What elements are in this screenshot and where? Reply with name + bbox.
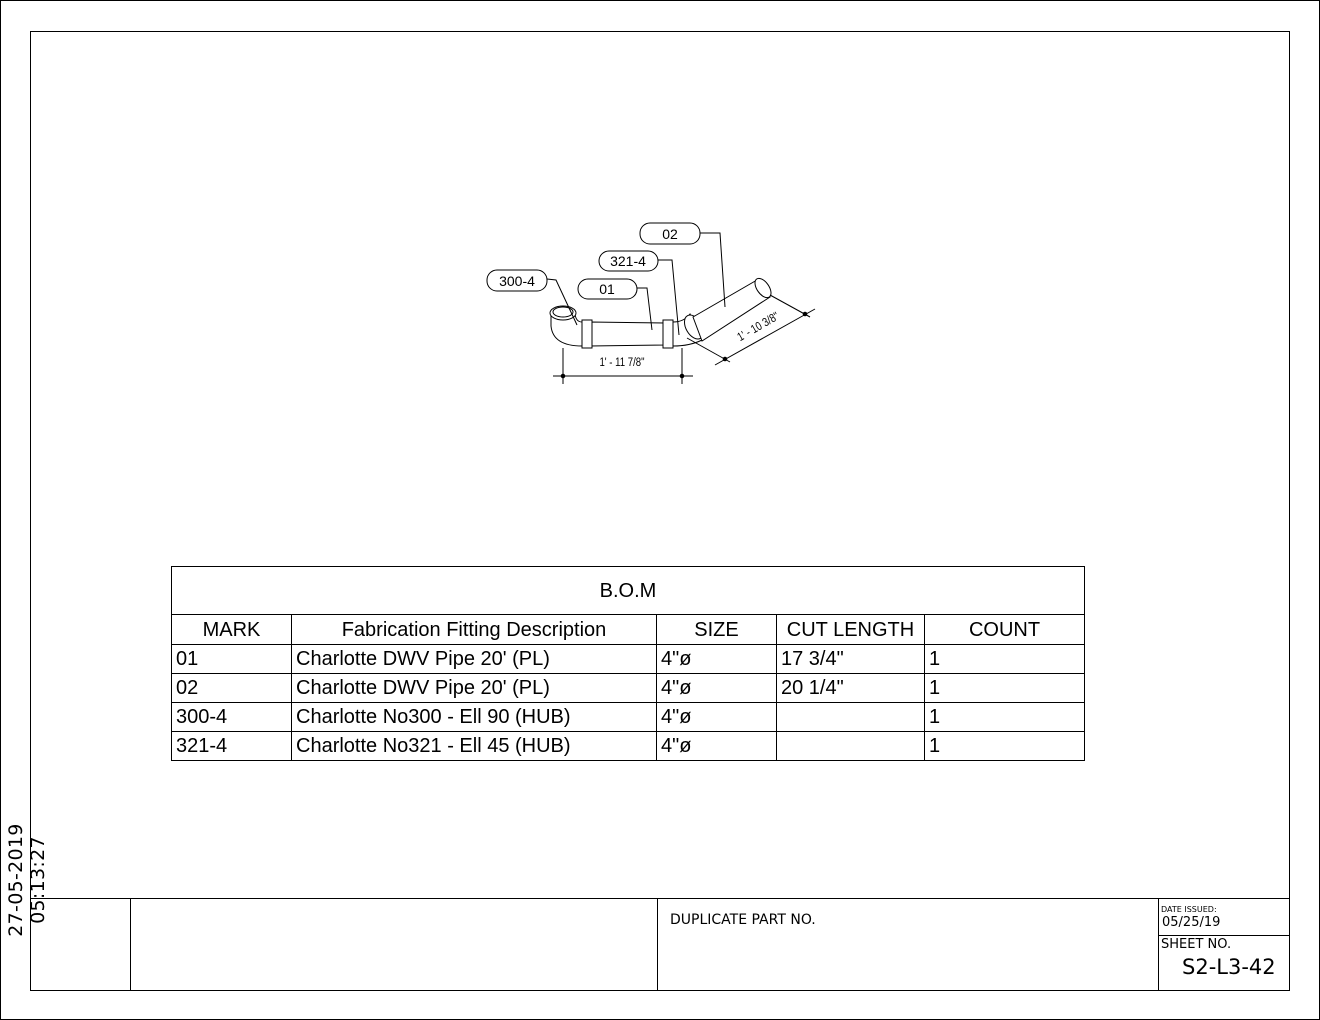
cell-description: Charlotte No321 - Ell 45 (HUB) [291,731,657,761]
leader-lines [546,232,726,336]
col-description: Fabrication Fitting Description [291,614,657,645]
divider [657,898,658,990]
table-row: 321-4 Charlotte No321 - Ell 45 (HUB) 4"ø… [171,731,1085,761]
tag-321-4: 321-4 [610,253,646,269]
duplicate-part-label: DUPLICATE PART NO. [670,912,816,928]
cell-count: 1 [924,644,1085,674]
col-cut-length: CUT LENGTH [776,614,925,645]
dimension-label-1: 1' - 11 7/8" [599,356,644,369]
cell-size: 4"ø [656,673,777,703]
cell-count: 1 [924,731,1085,761]
pipe-01 [581,319,674,349]
cell-cut-length: 17 3/4" [776,644,925,674]
dimension-aligned [686,294,816,366]
cell-cut-length: 20 1/4" [776,673,925,703]
sheet-no-value: S2-L3-42 [1182,955,1276,979]
divider [30,898,1289,899]
cell-cut-length [776,731,925,761]
divider [1158,898,1159,990]
cell-description: Charlotte DWV Pipe 20' (PL) [291,673,657,703]
date-issued-value: 05/25/19 [1162,915,1221,930]
bom-header-row: MARK Fabrication Fitting Description SIZ… [171,614,1085,645]
drawing-border [30,31,1290,991]
cell-size: 4"ø [656,644,777,674]
cell-cut-length [776,702,925,732]
tag-01: 01 [599,281,615,297]
col-count: COUNT [924,614,1085,645]
bom-title: B.O.M [171,566,1085,615]
cell-description: Charlotte No300 - Ell 90 (HUB) [291,702,657,732]
date-issued-label: DATE ISSUED: [1161,905,1217,914]
dimension-horizontal [553,348,693,384]
tag-02: 02 [662,226,678,242]
table-row: 02 Charlotte DWV Pipe 20' (PL) 4"ø 20 1/… [171,673,1085,703]
table-row: 300-4 Charlotte No300 - Ell 90 (HUB) 4"ø… [171,702,1085,732]
pipe-02 [692,277,772,342]
tag-bubbles [486,222,701,300]
cell-mark: 01 [171,644,292,674]
elbow-90-fitting [549,305,583,347]
cell-description: Charlotte DWV Pipe 20' (PL) [291,644,657,674]
cell-mark: 02 [171,673,292,703]
col-mark: MARK [171,614,292,645]
tag-300-4: 300-4 [499,273,535,289]
bom-table: B.O.M MARK Fabrication Fitting Descripti… [171,566,1085,761]
divider [130,898,131,990]
print-timestamp: 27-05-2019 05:13:27 [5,823,49,937]
cell-size: 4"ø [656,702,777,732]
cell-mark: 321-4 [171,731,292,761]
col-size: SIZE [656,614,777,645]
divider [1158,935,1289,936]
table-row: 01 Charlotte DWV Pipe 20' (PL) 4"ø 17 3/… [171,644,1085,674]
cell-count: 1 [924,702,1085,732]
cell-count: 1 [924,673,1085,703]
cell-size: 4"ø [656,731,777,761]
sheet-no-label: SHEET NO. [1161,937,1232,952]
cell-mark: 300-4 [171,702,292,732]
